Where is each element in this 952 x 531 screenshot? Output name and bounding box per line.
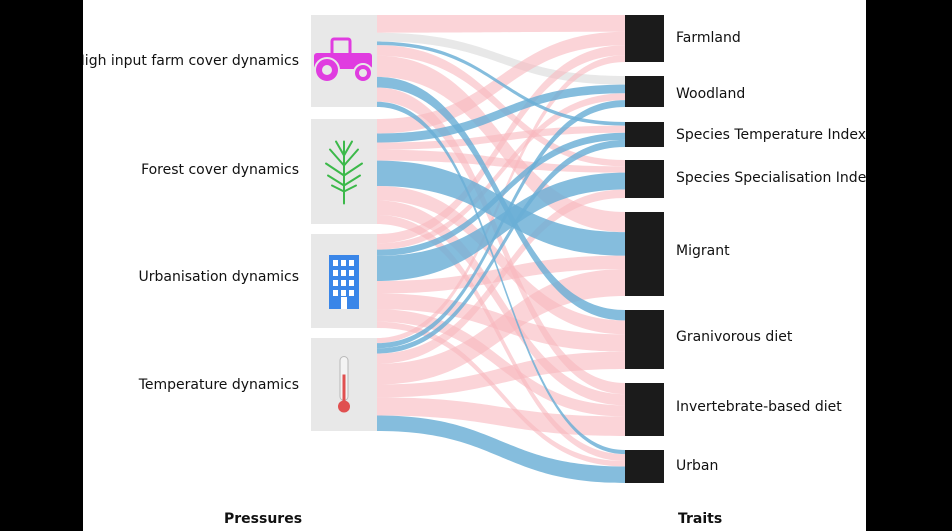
link-high-input-farm-cover-dynamics-to-species-specialisation-index (377, 45, 625, 167)
link-urbanisation-dynamics-to-woodland (377, 93, 625, 250)
pressure-node-layer (311, 15, 377, 431)
link-urbanisation-dynamics-to-invertebrate-based-diet (377, 309, 625, 417)
building-icon (329, 255, 359, 309)
trait-label-sti: Species Temperature Index (676, 127, 866, 143)
pressure-label-temp: Temperature dynamics (138, 377, 299, 393)
pressure-label-farm: High input farm cover dynamics (83, 53, 299, 69)
axis-title-traits: Traits (678, 511, 723, 527)
link-forest-cover-dynamics-to-migrant (377, 160, 625, 256)
link-temperature-dynamics-to-species-temperature-index (377, 139, 625, 354)
trait-node-layer (625, 15, 664, 483)
pressure-label-urban: Urbanisation dynamics (138, 269, 299, 285)
trait-node-woodland (625, 76, 664, 107)
link-forest-cover-dynamics-to-invertebrate-based-diet (377, 200, 625, 406)
trait-label-woodland: Woodland (676, 86, 746, 102)
link-temperature-dynamics-to-migrant (377, 269, 625, 385)
trait-label-ssi: Species Specialisation Index (676, 170, 866, 186)
link-layer (377, 15, 625, 483)
link-temperature-dynamics-to-urban (377, 415, 625, 483)
trait-label-migrant: Migrant (676, 243, 730, 259)
trait-node-invertebrate (625, 383, 664, 436)
trait-node-granivorous (625, 310, 664, 369)
trait-node-sti (625, 122, 664, 147)
link-high-input-farm-cover-dynamics-to-species-temperature-index (377, 41, 625, 126)
trait-label-farmland: Farmland (676, 30, 741, 46)
tractor-icon (314, 37, 373, 83)
link-high-input-farm-cover-dynamics-to-urban (377, 101, 625, 455)
sankey-diagram (311, 15, 664, 483)
tree-icon (325, 140, 363, 205)
link-temperature-dynamics-to-invertebrate-based-diet (377, 397, 625, 436)
link-high-input-farm-cover-dynamics-to-farmland (377, 15, 625, 33)
link-forest-cover-dynamics-to-woodland (377, 84, 625, 143)
trait-label-urban: Urban (676, 458, 719, 474)
link-urbanisation-dynamics-to-species-temperature-index (377, 132, 625, 256)
link-forest-cover-dynamics-to-granivorous-diet (377, 185, 625, 335)
link-urbanisation-dynamics-to-farmland (377, 45, 625, 244)
trait-node-farmland (625, 15, 664, 62)
link-high-input-farm-cover-dynamics-to-invertebrate-based-diet (377, 87, 625, 395)
trait-node-ssi (625, 160, 664, 198)
trait-label-granivorous: Granivorous diet (676, 329, 793, 345)
pressure-label-forest: Forest cover dynamics (141, 162, 299, 178)
trait-node-urban (625, 450, 664, 483)
axis-title-pressures: Pressures (224, 511, 303, 527)
link-temperature-dynamics-to-woodland (377, 100, 625, 349)
trait-node-migrant (625, 212, 664, 296)
link-temperature-dynamics-to-granivorous-diet (377, 351, 625, 398)
trait-label-invertebrate: Invertebrate-based diet (676, 399, 842, 415)
sankey-figure: High input farm cover dynamics Forest co… (83, 0, 866, 531)
link-urbanisation-dynamics-to-urban (377, 321, 625, 467)
thermometer-icon (338, 356, 350, 413)
